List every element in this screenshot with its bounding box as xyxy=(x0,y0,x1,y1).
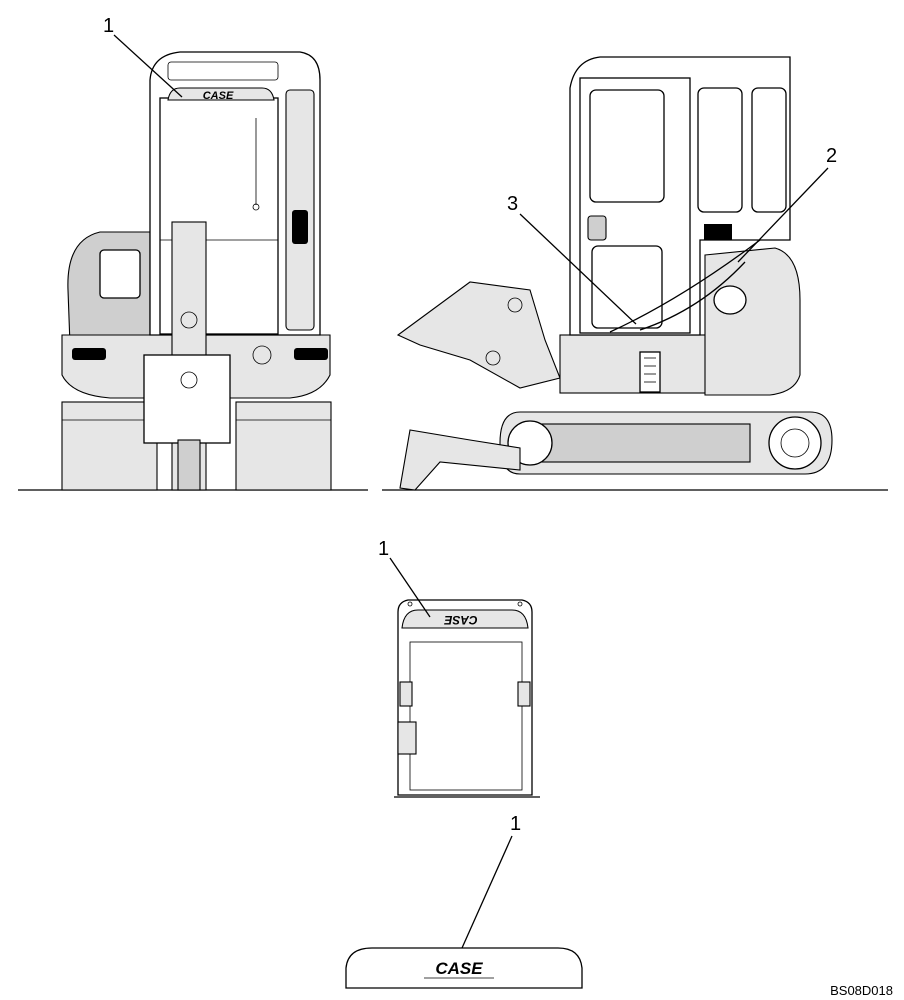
callout-side-decal-front: 3 xyxy=(507,193,518,215)
svg-text:CASE: CASE xyxy=(203,90,234,102)
svg-text:CASE: CASE xyxy=(443,613,477,627)
cab-door-view: CASE xyxy=(394,599,540,798)
decal-logo-text: CASE xyxy=(435,959,483,978)
callout-door-decal: 1 xyxy=(378,538,389,560)
decal-detail: CASE xyxy=(345,947,583,989)
callout-detail-decal: 1 xyxy=(510,813,521,835)
side-view xyxy=(382,56,888,491)
callout-front-decal: 1 xyxy=(103,15,114,37)
front-view: CASE xyxy=(18,51,368,491)
figure-id: BS08D018 xyxy=(830,983,893,998)
callout-side-decal-rear: 2 xyxy=(826,145,837,167)
